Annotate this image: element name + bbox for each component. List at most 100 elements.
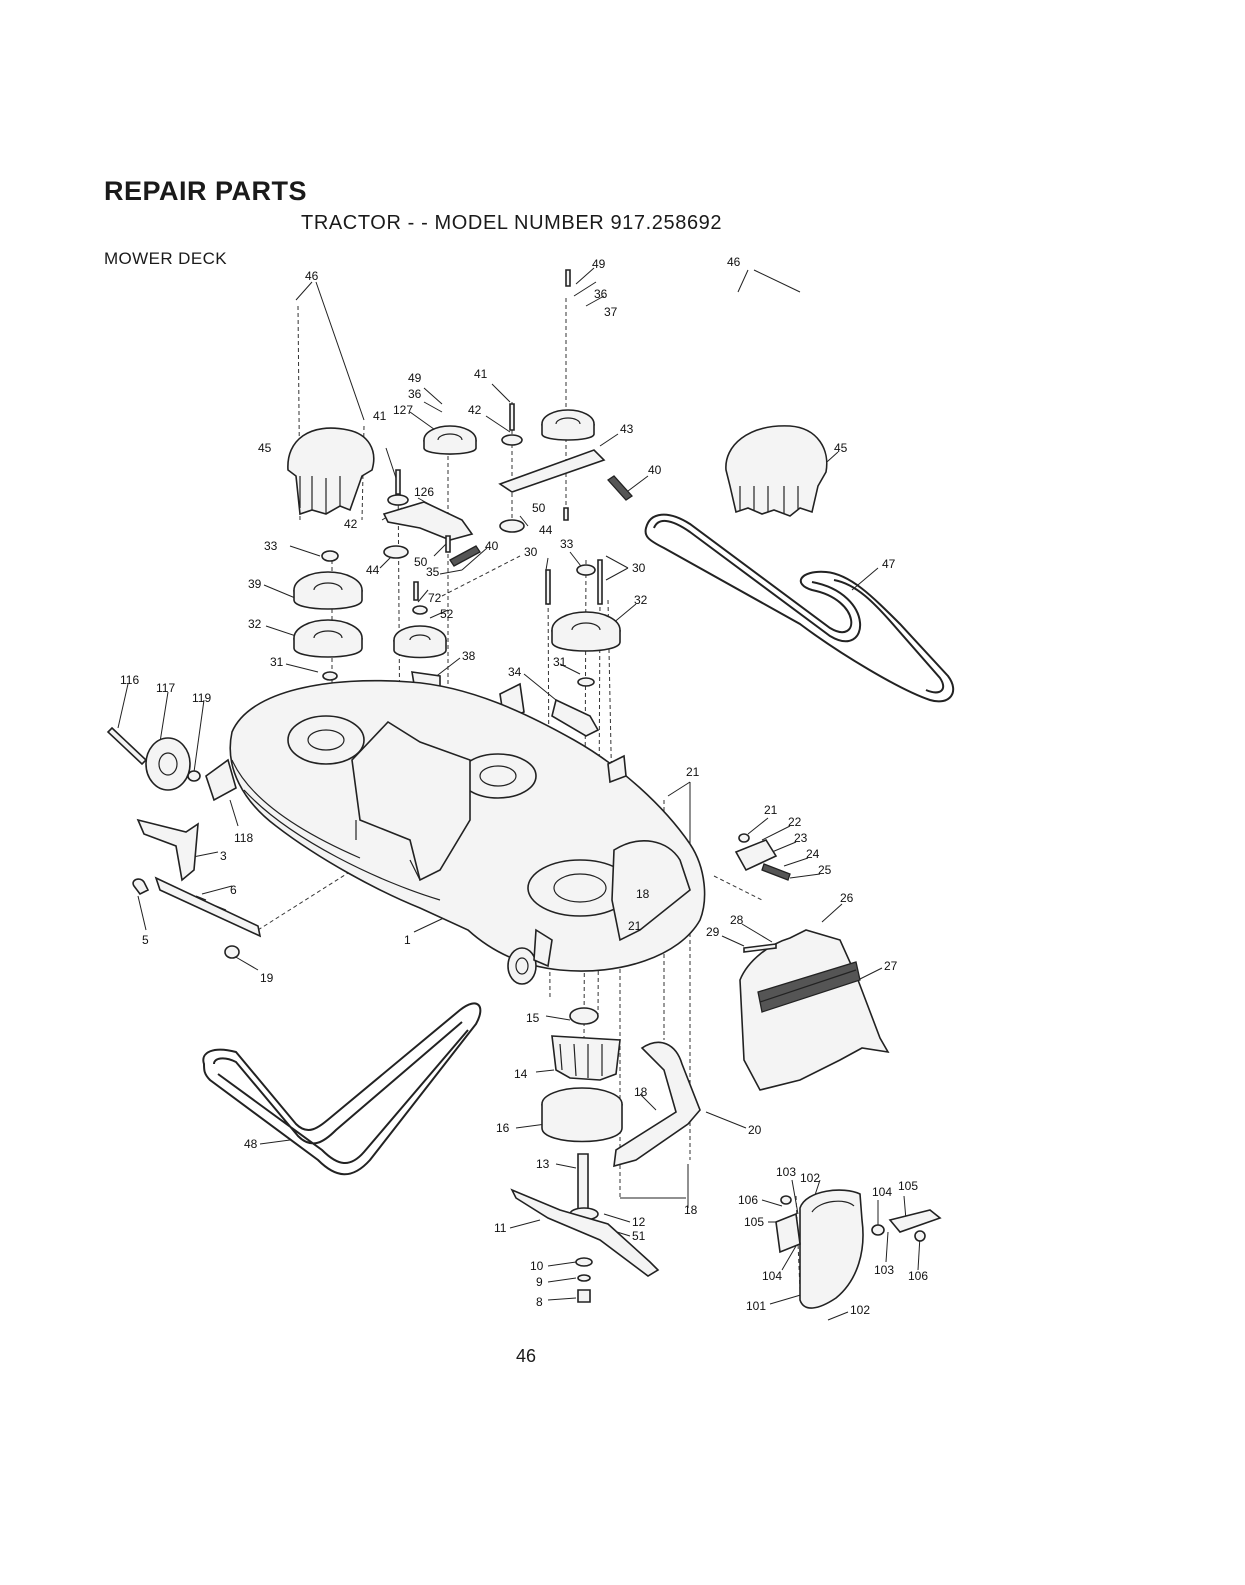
callout: 43	[620, 422, 634, 436]
bolt-30-b	[597, 559, 603, 605]
callout: 50	[414, 555, 428, 569]
deck-bracket-118	[205, 758, 237, 802]
deflector-101	[799, 1189, 864, 1309]
nut-33-right	[576, 564, 596, 576]
callout: 103	[874, 1263, 894, 1277]
callout: 1	[404, 933, 411, 947]
callout: 119	[192, 691, 211, 705]
washer-9	[577, 1274, 591, 1282]
belt-47	[644, 513, 955, 703]
mower-deck	[205, 679, 706, 985]
callout: 52	[440, 607, 454, 621]
section-heading: MOWER DECK	[104, 249, 227, 268]
callout: 33	[560, 537, 574, 551]
callout: 44	[366, 563, 380, 577]
blade-11	[510, 1188, 660, 1277]
callout: 20	[748, 1123, 762, 1137]
callout: 30	[524, 545, 538, 559]
bearing-15	[569, 1007, 599, 1025]
spindle-housing-left	[287, 715, 365, 765]
clip-106-right	[914, 1230, 926, 1242]
callout: 126	[414, 485, 434, 499]
callout: 21	[764, 803, 778, 817]
belt-cover-right	[725, 425, 828, 517]
washer-44-left	[383, 545, 409, 559]
callout: 42	[468, 403, 482, 417]
washer-72	[412, 605, 428, 615]
washer-42-left	[387, 494, 409, 506]
callout: 46	[727, 255, 741, 269]
callout: 50	[532, 501, 546, 515]
washer-31-left	[322, 671, 338, 681]
bracket-105-left	[775, 1212, 801, 1254]
callout: 25	[818, 863, 832, 877]
callout: 9	[536, 1275, 543, 1289]
callout: 14	[514, 1067, 528, 1081]
callout: 36	[594, 287, 608, 301]
deflector-assembly	[775, 1189, 942, 1309]
discharge-chute	[613, 833, 890, 1168]
callout: 104	[762, 1269, 782, 1283]
callout: 18	[684, 1203, 698, 1217]
belts	[202, 513, 955, 1176]
bolt-30-a	[545, 569, 551, 605]
callout: 27	[884, 959, 898, 973]
page-title: REPAIR PARTS	[104, 176, 308, 206]
idler-bracket-126	[382, 501, 474, 541]
bolt-41-right	[509, 403, 515, 431]
pin-21	[738, 833, 750, 843]
callout: 6	[230, 883, 237, 897]
callout: 30	[632, 561, 646, 575]
callout: 32	[634, 593, 648, 607]
belt-cover-left	[287, 427, 375, 516]
spindle-housing-14	[551, 1035, 621, 1081]
callout: 106	[908, 1269, 928, 1283]
callout: 41	[373, 409, 387, 423]
bolt-49	[565, 269, 571, 287]
washer-44-right	[499, 519, 525, 533]
deck-wheel-bracket	[533, 928, 553, 968]
callout: 24	[806, 847, 820, 861]
callout: 31	[270, 655, 284, 669]
bolt-50-left	[445, 535, 451, 553]
callout: 47	[882, 557, 896, 571]
deck-plate-right	[607, 754, 627, 784]
callout: 29	[706, 925, 720, 939]
callout: 40	[648, 463, 662, 477]
callout: 21	[628, 919, 642, 933]
pin-28	[743, 943, 777, 953]
callout: 117	[156, 681, 175, 695]
callout: 45	[258, 441, 272, 455]
callout: 18	[636, 887, 650, 901]
callout: 38	[462, 649, 476, 663]
callout: 26	[840, 891, 854, 905]
spring-40-top	[607, 475, 633, 501]
bracket-3	[136, 818, 199, 882]
wheel-117	[145, 737, 191, 791]
bolt-8	[577, 1289, 591, 1303]
callout: 8	[536, 1295, 543, 1309]
callout: 127	[393, 403, 413, 417]
callout: 34	[508, 665, 522, 679]
bolt-19	[224, 945, 240, 959]
bolt-35	[413, 581, 419, 601]
washer-42-right	[501, 434, 523, 446]
upper-hardware	[287, 269, 828, 737]
callout: 72	[428, 591, 442, 605]
callout: 105	[744, 1215, 764, 1229]
callout: 15	[526, 1011, 540, 1025]
callout: 39	[248, 577, 262, 591]
callout: 19	[260, 971, 274, 985]
spindle-assembly	[510, 1007, 660, 1303]
callout: 41	[474, 367, 488, 381]
callout: 118	[234, 831, 253, 845]
nut-119	[187, 770, 201, 782]
callout: 3	[220, 849, 227, 863]
washer-31-right	[577, 677, 595, 687]
model-number-heading: TRACTOR - - MODEL NUMBER 917.258692	[301, 212, 723, 234]
belt-47-inner	[653, 520, 945, 694]
callout: 106	[738, 1193, 758, 1207]
callout: 22	[788, 815, 802, 829]
callout: 40	[485, 539, 499, 553]
